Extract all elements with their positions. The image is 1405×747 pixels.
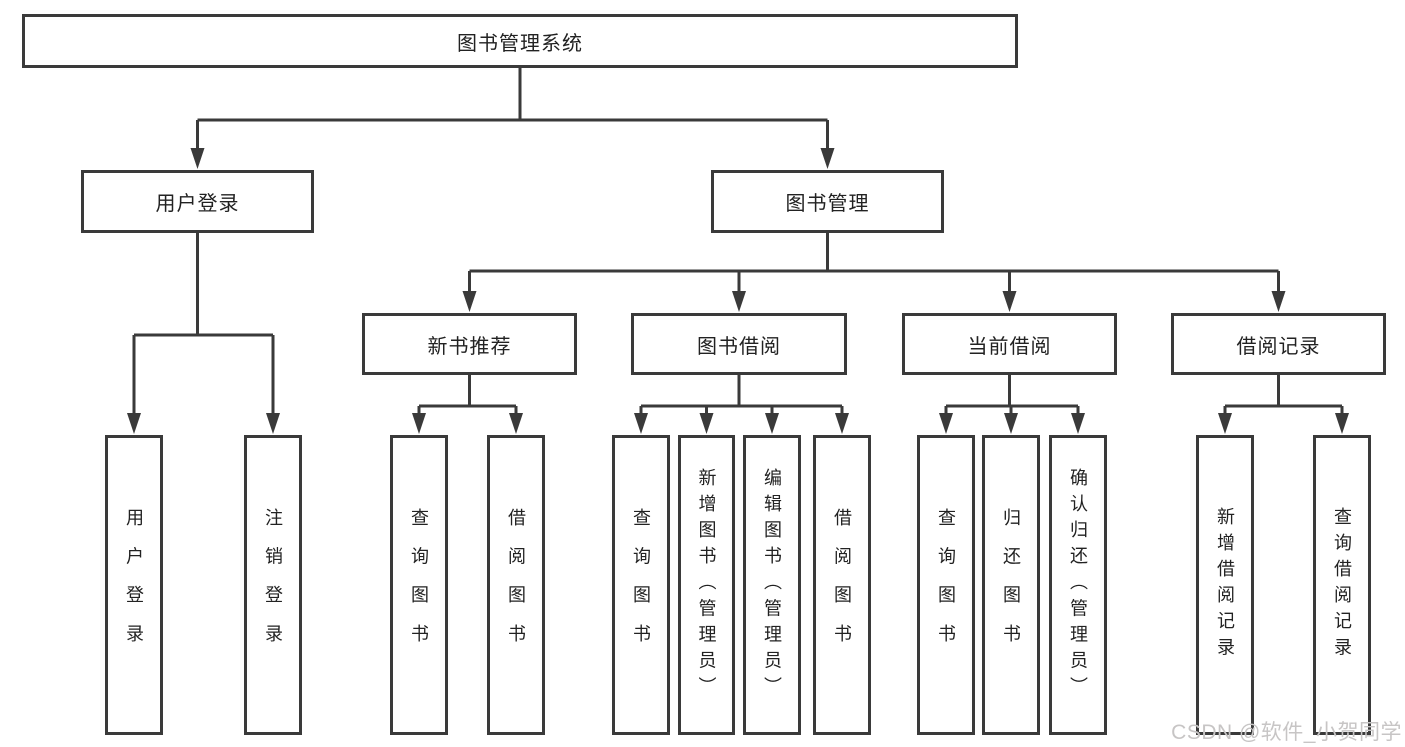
leaf-nb-borrow-book: 借阅图书 (487, 435, 545, 735)
node-book-mgmt: 图书管理 (711, 170, 944, 233)
csdn-watermark: CSDN @软件_小贺同学 (1171, 716, 1402, 746)
leaf-bb-borrow-book-label: 借阅图书 (833, 508, 851, 663)
node-user-login-label: 用户登录 (156, 187, 240, 216)
node-book-mgmt-label: 图书管理 (786, 187, 870, 216)
node-root: 图书管理系统 (22, 14, 1018, 68)
node-borrow-records: 借阅记录 (1171, 313, 1386, 375)
leaf-bb-edit-book-label: 编辑图书（管理员） (763, 468, 781, 703)
leaf-bb-query-book: 查询图书 (612, 435, 670, 735)
leaf-br-add-record: 新增借阅记录 (1196, 435, 1254, 735)
leaf-cb-confirm-return-label: 确认归还（管理员） (1069, 468, 1087, 703)
node-book-borrow-label: 图书借阅 (697, 330, 781, 359)
leaf-cb-return-book: 归还图书 (982, 435, 1040, 735)
node-root-label: 图书管理系统 (457, 27, 583, 56)
leaf-cb-query-book-label: 查询图书 (937, 508, 955, 663)
leaf-br-query-record-label: 查询借阅记录 (1333, 507, 1351, 664)
node-book-borrow: 图书借阅 (631, 313, 847, 375)
leaf-cb-confirm-return: 确认归还（管理员） (1049, 435, 1107, 735)
leaf-cb-query-book: 查询图书 (917, 435, 975, 735)
leaf-bb-edit-book: 编辑图书（管理员） (743, 435, 801, 735)
node-current-borrow-label: 当前借阅 (968, 330, 1052, 359)
leaf-nb-borrow-book-label: 借阅图书 (507, 508, 525, 663)
leaf-bb-add-book-label: 新增图书（管理员） (698, 468, 716, 703)
leaf-br-query-record: 查询借阅记录 (1313, 435, 1371, 735)
leaf-logout-label: 注销登录 (264, 508, 282, 663)
node-new-book-recommend: 新书推荐 (362, 313, 577, 375)
leaf-user-login: 用户登录 (105, 435, 163, 735)
leaf-user-login-label: 用户登录 (125, 508, 143, 663)
leaf-logout: 注销登录 (244, 435, 302, 735)
node-user-login: 用户登录 (81, 170, 314, 233)
leaf-bb-query-book-label: 查询图书 (632, 508, 650, 663)
leaf-bb-borrow-book: 借阅图书 (813, 435, 871, 735)
leaf-br-add-record-label: 新增借阅记录 (1216, 507, 1234, 664)
node-current-borrow: 当前借阅 (902, 313, 1117, 375)
leaf-nb-query-book: 查询图书 (390, 435, 448, 735)
node-borrow-records-label: 借阅记录 (1237, 330, 1321, 359)
leaf-cb-return-book-label: 归还图书 (1002, 508, 1020, 663)
leaf-bb-add-book: 新增图书（管理员） (678, 435, 735, 735)
node-new-book-recommend-label: 新书推荐 (428, 330, 512, 359)
leaf-nb-query-book-label: 查询图书 (410, 508, 428, 663)
